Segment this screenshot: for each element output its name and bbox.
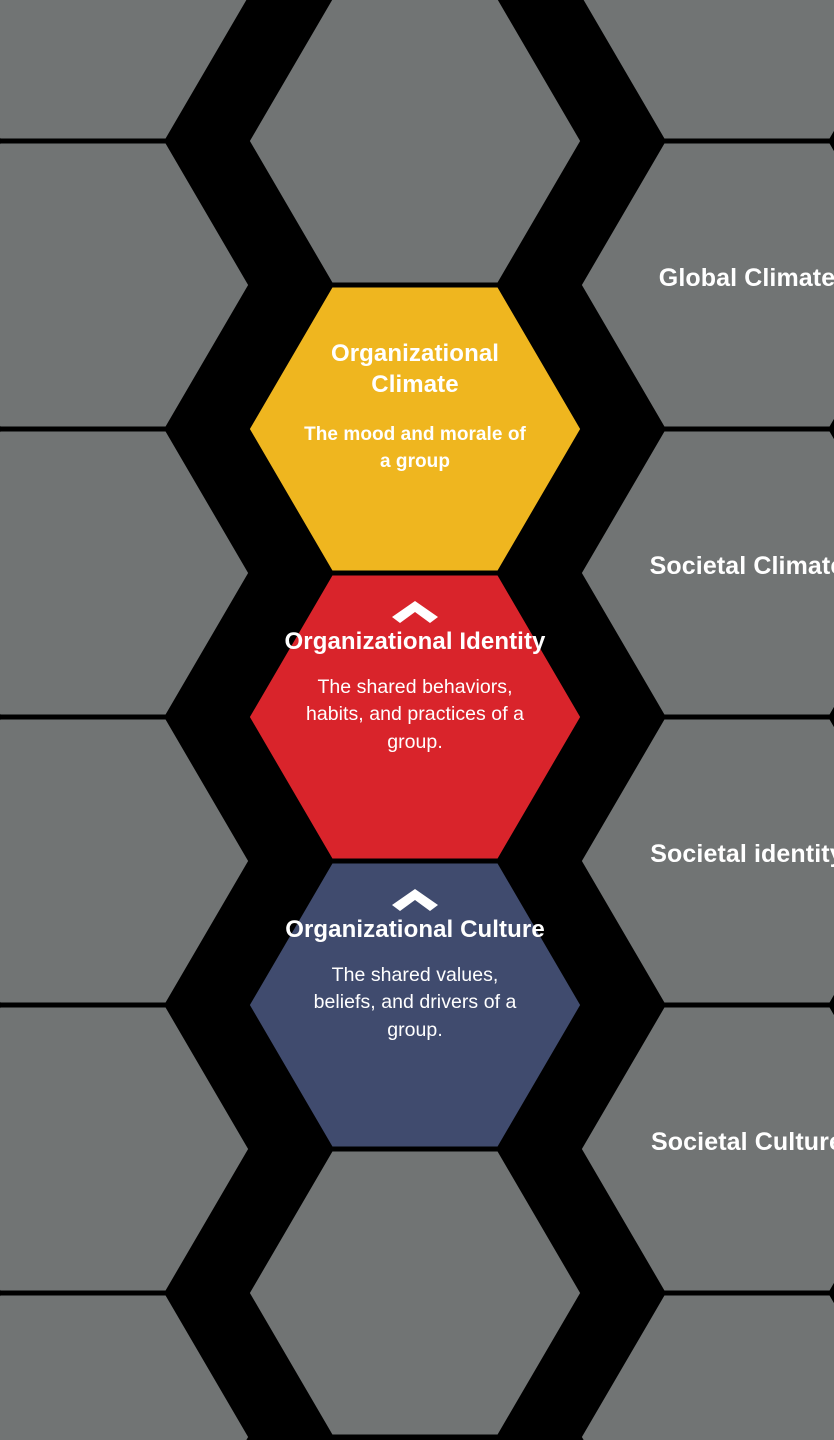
chevron-up-icon [392,889,438,911]
hex-context-cell[interactable] [576,138,834,432]
focus-title-organizational-climate: Organizational Climate [330,340,500,398]
hex-cell-organizational-identity[interactable]: Organizational Identity The shared behav… [247,573,583,861]
chevron-up-icon [392,601,438,623]
chevron-placeholder [392,313,438,339]
hex-context-cell[interactable] [244,0,586,288]
hex-cell-organizational-culture[interactable]: Organizational Culture The shared values… [247,861,583,1149]
focus-description-organizational-climate: The mood and morale of a group [304,424,526,473]
hex-context-cell[interactable] [576,714,834,1008]
focus-description-organizational-culture: The shared values, beliefs, and drivers … [313,963,517,1042]
focus-title-organizational-identity: Organizational Identity [284,628,546,655]
hex-context-cell[interactable] [0,426,254,720]
hex-context-cell[interactable] [0,138,254,432]
hex-context-cell[interactable] [576,426,834,720]
hex-context-cell[interactable] [244,1146,586,1440]
focus-title-organizational-culture: Organizational Culture [285,916,545,943]
hex-context-cell[interactable] [576,1290,834,1440]
focus-description-organizational-identity: The shared behaviors, habits, and practi… [305,675,525,754]
hex-context-cell[interactable] [0,0,253,144]
hex-context-cell[interactable] [576,1002,834,1296]
hex-context-cell[interactable] [577,0,834,144]
hex-context-cell[interactable] [0,714,254,1008]
hex-context-cell[interactable] [0,1002,254,1296]
hex-context-cell[interactable] [0,1290,254,1440]
hex-cell-organizational-climate[interactable]: Organizational Climate The mood and mora… [247,285,583,573]
